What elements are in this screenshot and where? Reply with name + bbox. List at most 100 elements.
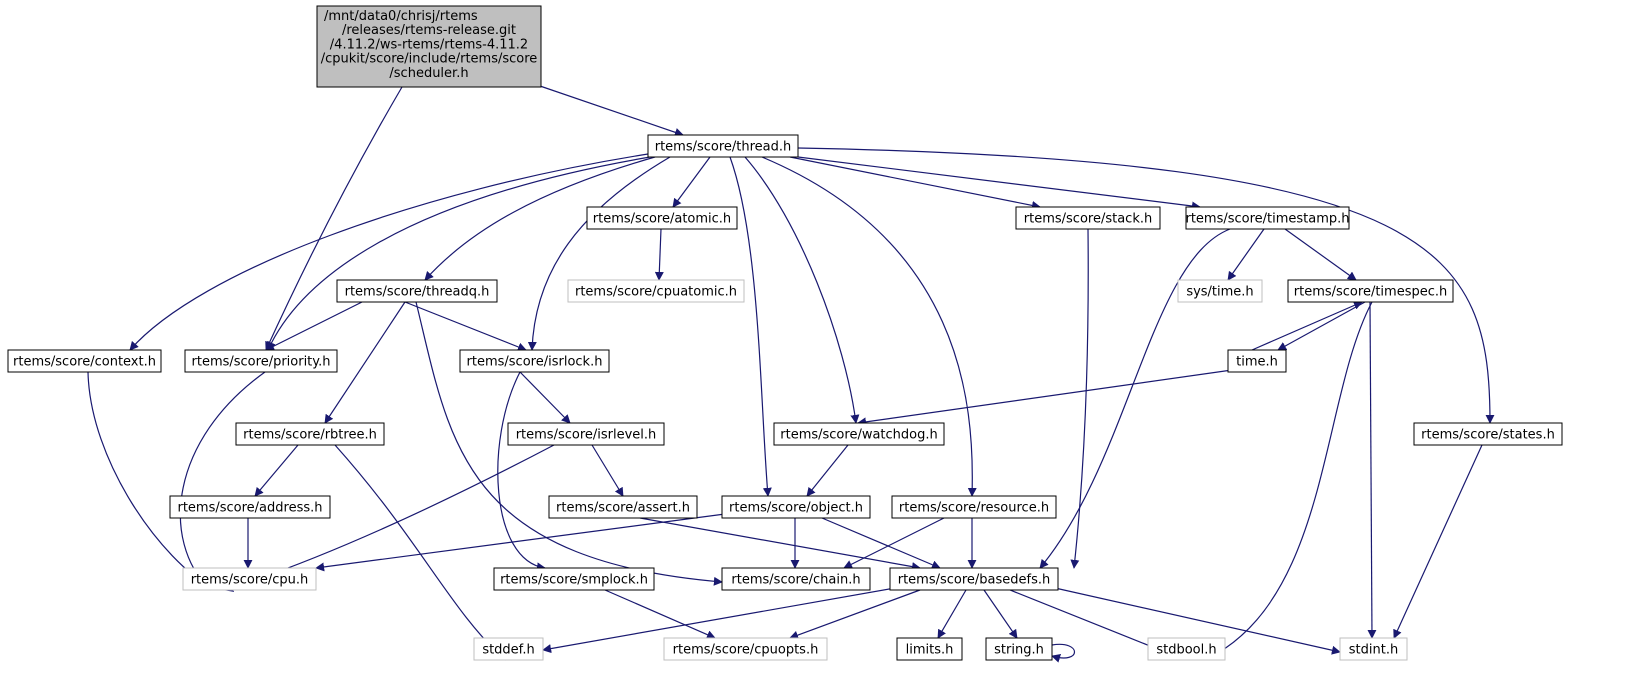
node-box-chain[interactable] (721, 567, 871, 591)
node-rbtree[interactable]: rtems/score/rbtree.h (235, 422, 385, 446)
edge-priority-to-cpu (179, 371, 266, 591)
node-box-context[interactable] (7, 349, 162, 373)
node-box-assert[interactable] (548, 495, 698, 519)
root-label-line: /cpukit/score/include/rtems/score (321, 52, 538, 67)
header-nodes: /mnt/data0/chrisj/rtems/releases/rtems-r… (7, 5, 1563, 661)
edge-rbtree-to-address (254, 444, 299, 497)
node-string[interactable]: string.h (985, 637, 1053, 661)
node-cpuatomic: rtems/score/cpuatomic.h (567, 279, 745, 303)
node-limits[interactable]: limits.h (896, 637, 963, 661)
edge-states-to-stdint (1393, 444, 1483, 639)
edge-thread-to-priority (267, 156, 651, 351)
node-label-object: rtems/score/object.h (729, 501, 863, 516)
node-box-states[interactable] (1413, 422, 1563, 446)
node-scheduler[interactable]: /mnt/data0/chrisj/rtems/releases/rtems-r… (316, 5, 542, 88)
node-label-isrlock: rtems/score/isrlock.h (467, 355, 603, 370)
edge-timestamp-to-timespec (1284, 228, 1357, 281)
node-box-resource[interactable] (891, 495, 1057, 519)
node-context[interactable]: rtems/score/context.h (7, 349, 162, 373)
node-label-thread: rtems/score/thread.h (655, 140, 792, 155)
node-box-isrlock[interactable] (459, 349, 610, 373)
edge-timeh-to-timespec (1251, 301, 1363, 351)
node-box-basedefs[interactable] (889, 567, 1059, 591)
node-box-object[interactable] (721, 495, 871, 519)
root-label-line: /4.11.2/ws-rtems/rtems-4.11.2 (330, 37, 528, 52)
node-box-stdint (1339, 637, 1408, 661)
node-box-stddef (473, 637, 544, 661)
node-states[interactable]: rtems/score/states.h (1413, 422, 1563, 446)
edge-threadq-to-rbtree (324, 301, 406, 424)
node-label-timespec: rtems/score/timespec.h (1294, 285, 1447, 300)
node-box-rbtree[interactable] (235, 422, 385, 446)
node-timestamp[interactable]: rtems/score/timestamp.h (1185, 206, 1350, 230)
node-isrlevel[interactable]: rtems/score/isrlevel.h (507, 422, 665, 446)
node-threadq[interactable]: rtems/score/threadq.h (336, 279, 498, 303)
node-box-timeh[interactable] (1227, 349, 1287, 373)
node-label-stdbool: stdbool.h (1156, 643, 1216, 658)
node-watchdog[interactable]: rtems/score/watchdog.h (773, 422, 945, 446)
dependency-edges (87, 85, 1495, 663)
node-resource[interactable]: rtems/score/resource.h (891, 495, 1057, 519)
node-box-address[interactable] (169, 495, 331, 519)
node-label-limits: limits.h (906, 643, 954, 658)
edge-resource-to-chain (843, 517, 945, 569)
edge-threadq-to-isrlock (404, 301, 527, 352)
node-box-priority[interactable] (184, 349, 338, 373)
edge-isrlevel-to-assert (591, 444, 624, 497)
node-box-atomic[interactable] (586, 206, 738, 230)
node-box-timestamp[interactable] (1185, 206, 1350, 230)
edge-thread-to-threadq (424, 156, 656, 281)
node-assert[interactable]: rtems/score/assert.h (548, 495, 698, 519)
node-box-timespec[interactable] (1287, 279, 1454, 303)
edge-scheduler-to-thread (539, 85, 684, 137)
node-box-limits[interactable] (896, 637, 963, 661)
node-box-watchdog[interactable] (773, 422, 945, 446)
node-thread[interactable]: rtems/score/thread.h (647, 134, 799, 158)
node-box-string[interactable] (985, 637, 1053, 661)
edge-basedefs-to-cpuopts (789, 589, 921, 640)
node-label-stddef: stddef.h (482, 643, 534, 658)
node-stack[interactable]: rtems/score/stack.h (1015, 206, 1161, 230)
node-address[interactable]: rtems/score/address.h (169, 495, 331, 519)
node-box-stack[interactable] (1015, 206, 1161, 230)
edge-thread-to-object (729, 156, 772, 497)
node-cpu: rtems/score/cpu.h (182, 567, 317, 591)
edge-thread-to-context (129, 153, 649, 351)
node-label-chain: rtems/score/chain.h (731, 573, 860, 588)
edge-timespec-to-stdbool (1204, 301, 1373, 661)
node-basedefs[interactable]: rtems/score/basedefs.h (889, 567, 1059, 591)
node-timespec[interactable]: rtems/score/timespec.h (1287, 279, 1454, 303)
edge-isrlock-to-isrlevel (519, 371, 571, 424)
node-label-smplock: rtems/score/smplock.h (500, 573, 648, 588)
edge-basedefs-to-limits (937, 589, 967, 639)
node-box-isrlevel[interactable] (507, 422, 665, 446)
node-label-assert: rtems/score/assert.h (556, 501, 690, 516)
edge-watchdog-to-object (806, 444, 849, 497)
node-chain[interactable]: rtems/score/chain.h (721, 567, 871, 591)
node-label-resource: rtems/score/resource.h (899, 501, 1049, 516)
node-box-cpuopts (663, 637, 828, 661)
node-priority[interactable]: rtems/score/priority.h (184, 349, 338, 373)
node-atomic[interactable]: rtems/score/atomic.h (586, 206, 738, 230)
node-label-cpu: rtems/score/cpu.h (191, 573, 309, 588)
node-timeh[interactable]: time.h (1227, 349, 1287, 373)
edge-timespec-to-stdint (1367, 301, 1377, 639)
edge-string-to-string (1051, 643, 1076, 663)
edge-atomic-to-cpuatomic (654, 228, 664, 281)
node-smplock[interactable]: rtems/score/smplock.h (493, 567, 655, 591)
root-label-line: /scheduler.h (389, 66, 468, 81)
edge-stack-to-basedefs (1070, 228, 1089, 569)
node-box-scheduler[interactable] (316, 5, 542, 88)
node-box-smplock[interactable] (493, 567, 655, 591)
node-label-string: string.h (994, 643, 1044, 658)
node-box-thread[interactable] (647, 134, 799, 158)
node-isrlock[interactable]: rtems/score/isrlock.h (459, 349, 610, 373)
edge-object-to-basedefs (821, 517, 941, 569)
edge-thread-to-isrlock (527, 156, 671, 351)
edge-object-to-cpu (315, 513, 726, 572)
node-label-threadq: rtems/score/threadq.h (345, 285, 490, 300)
edge-thread-to-stack (789, 156, 1041, 210)
node-object[interactable]: rtems/score/object.h (721, 495, 871, 519)
node-box-threadq[interactable] (336, 279, 498, 303)
